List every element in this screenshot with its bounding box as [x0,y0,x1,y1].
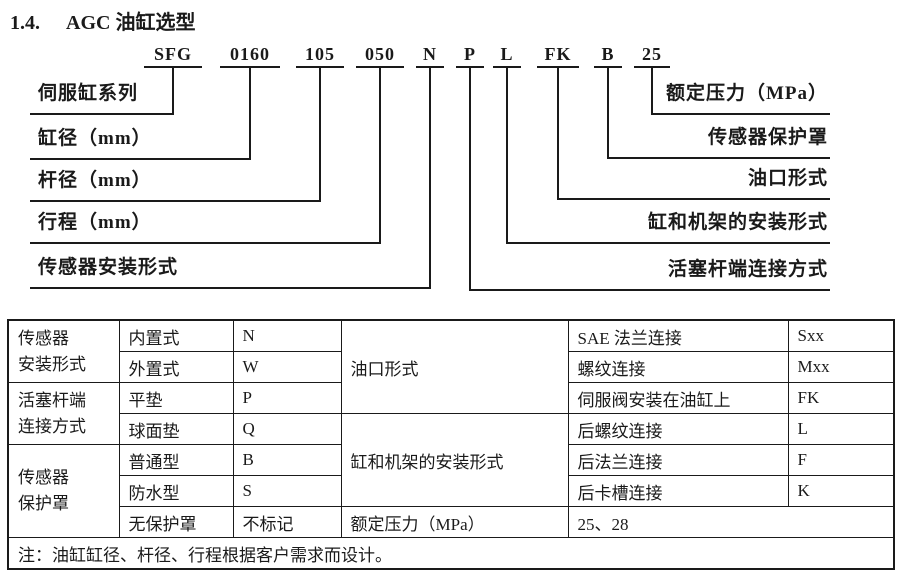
label-bore: 缸径（mm） [38,128,152,149]
cell-note: 注：油缸缸径、杆径、行程根据客户需求而设计。 [7,537,895,570]
code-segment-rod: 105 [296,44,344,68]
code-segment-rod-end: P [456,44,484,68]
label-frame-mount: 缸和机架的安装形式 [647,212,828,233]
code-segment-sensor-mount: N [416,44,444,68]
section-number: 1.4. [10,12,40,34]
code-segment-frame-mount: L [493,44,521,68]
cell-sensor-mount-label: 传感器 安装形式 [7,319,120,383]
cell-option-name: SAE 法兰连接 [567,319,789,352]
cell-option-name: 防水型 [118,475,234,507]
connector-hline-oil-port [557,198,830,200]
cell-oil-port-label: 油口形式 [340,319,569,414]
label-stroke: 行程（mm） [38,212,152,233]
connector-hline-bore [30,158,251,160]
code-segment-oil-port: FK [537,44,579,68]
cell-option-name: 外置式 [118,351,234,383]
table-row: 球面垫 Q 缸和机架的安装形式 后螺纹连接 L [8,413,895,507]
table-row: 无保护罩 不标记 额定压力（MPa） 25、28 [8,506,895,538]
table-row: 传感器 安装形式 内置式 N 油口形式 SAE 法兰连接 Sxx [7,319,895,414]
connector-hline-rod-end [469,289,830,291]
cell-option-name: 普通型 [118,444,234,476]
cell-option-code: Q [232,413,342,445]
cell-frame-mount-label: 缸和机架的安装形式 [340,413,569,507]
connector-hline-frame-mount [506,242,830,244]
cell-option-code: B [232,444,342,476]
cell-option-name: 平垫 [118,382,234,414]
connector-vline-pressure [651,67,653,115]
label-rod-end: 活塞杆端连接方式 [667,259,828,280]
table-row: 活塞杆端 连接方式 平垫 P 伺服阀安装在油缸上 FK [7,382,895,445]
connector-hline-sensor-mount [30,287,431,289]
cell-rated-pressure-label: 额定压力（MPa） [340,506,569,538]
cell-option-name: 后卡槽连接 [567,475,789,507]
cell-option-code: F [787,444,895,476]
page-title: 1.4. AGC 油缸选型 [10,6,195,35]
cell-option-code: P [232,382,342,414]
cell-option-code: L [787,413,895,445]
connector-hline-cover [607,157,830,159]
cell-sensor-cover-label: 传感器 保护罩 [7,444,120,538]
label-servo-series: 伺服缸系列 [38,83,139,104]
cell-option-code: K [787,475,895,507]
cell-option-name: 球面垫 [118,413,234,445]
code-segment-series: SFG [144,44,202,68]
connector-hline-rod [30,200,321,202]
cell-option-code: Sxx [787,319,895,352]
cell-option-name: 后螺纹连接 [567,413,789,445]
label-rated-pressure: 额定压力（MPa） [665,83,828,104]
cell-option-code: S [232,475,342,507]
label-rod-diameter: 杆径（mm） [38,170,152,191]
cell-option-name: 内置式 [118,319,234,352]
table-note-row: 注：油缸缸径、杆径、行程根据客户需求而设计。 [7,537,895,570]
cell-option-code: N [232,319,342,352]
label-sensor-cover: 传感器保护罩 [707,127,828,148]
cell-option-code: FK [787,382,895,414]
selection-table: 传感器 安装形式 内置式 N 油口形式 SAE 法兰连接 Sxx 外置式 W 螺… [7,319,895,570]
label-sensor-mount: 传感器安装形式 [38,257,179,278]
code-segment-pressure: 25 [634,44,670,68]
connector-hline-pressure [651,113,830,115]
cell-option-code: Mxx [787,351,895,383]
connector-vline-bore [249,67,251,160]
cell-rod-end-label: 活塞杆端 连接方式 [7,382,120,445]
connector-vline-sensor-mount [429,67,431,289]
cell-option-name: 无保护罩 [118,506,234,538]
connector-vline-rod-end [469,67,471,291]
connector-vline-series [172,67,174,115]
connector-vline-frame-mount [506,67,508,244]
cell-option-name: 螺纹连接 [567,351,789,383]
cell-option-code: 不标记 [232,506,342,538]
connector-hline-series [30,113,174,115]
label-oil-port: 油口形式 [747,168,828,189]
code-segment-stroke: 050 [356,44,404,68]
connector-vline-stroke [379,67,381,244]
section-heading: AGC 油缸选型 [66,12,196,34]
code-segment-cover: B [594,44,622,68]
cell-option-code: W [232,351,342,383]
cell-rated-pressure-value: 25、28 [567,506,895,538]
connector-vline-rod [319,67,321,202]
connector-vline-oil-port [557,67,559,200]
table-row: 外置式 W 螺纹连接 Mxx [8,351,895,383]
connector-vline-cover [607,67,609,159]
cell-option-name: 后法兰连接 [567,444,789,476]
connector-hline-stroke [30,242,381,244]
table-row: 传感器 保护罩 普通型 B 后法兰连接 F [7,444,895,538]
code-segment-bore: 0160 [220,44,280,68]
cell-option-name: 伺服阀安装在油缸上 [567,382,789,414]
